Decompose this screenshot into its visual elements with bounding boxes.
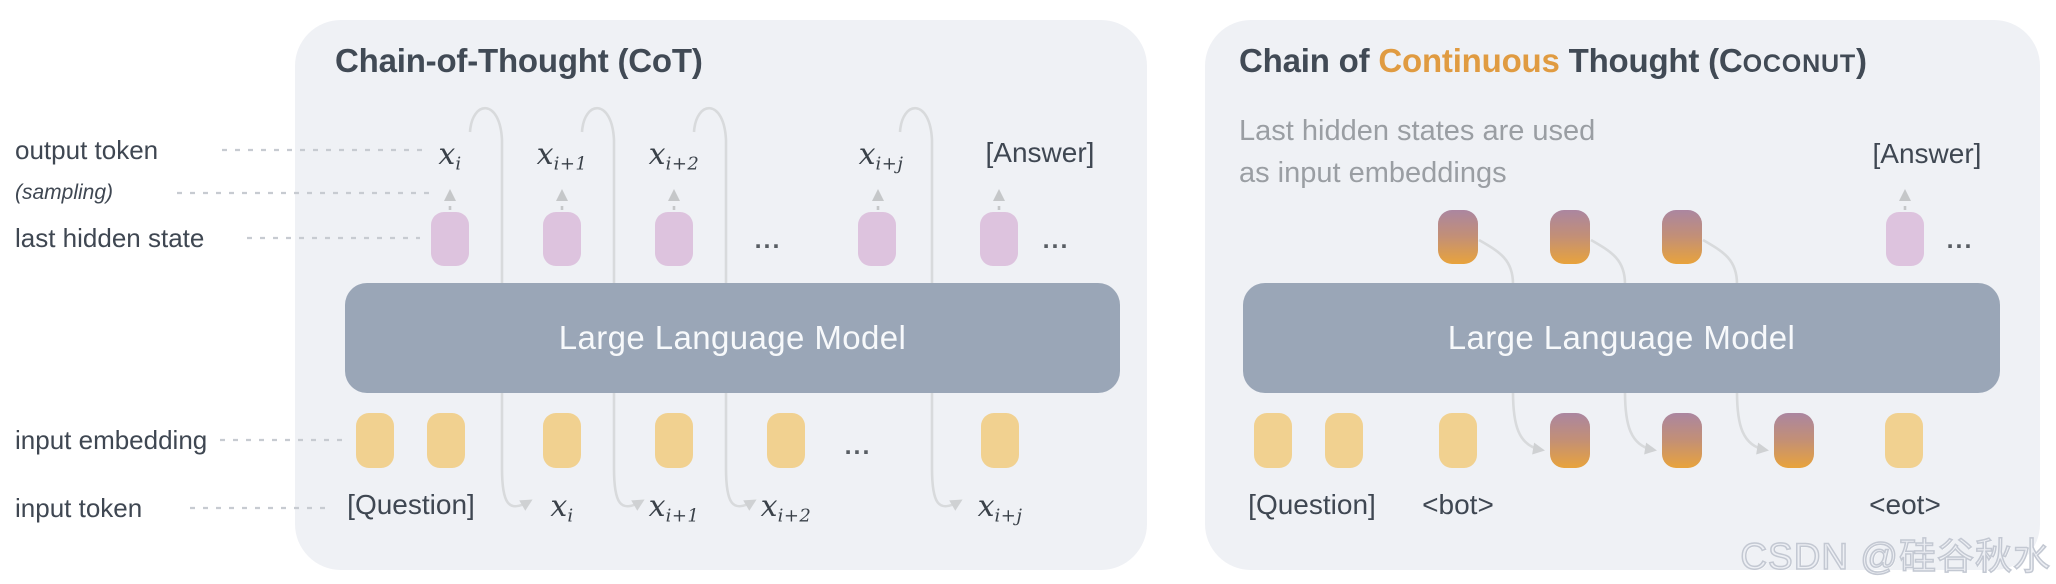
cot-answer-label: [Answer] — [985, 137, 1095, 168]
continuous-thought-token — [1550, 210, 1590, 264]
coconut-title: Chain of Continuous Thought (COCONUT) — [1239, 42, 1867, 79]
hidden-row-trailing-ellipsis: ... — [1042, 226, 1070, 254]
eot-embedding-token — [1885, 413, 1923, 468]
continuous-thought-token — [1438, 210, 1478, 264]
row-label-input-token: input token — [15, 493, 143, 523]
coconut-hidden-row-ellipsis: ... — [1946, 226, 1974, 254]
continuous-thought-token — [1662, 210, 1702, 264]
cot-input-token-xi: xi — [550, 489, 574, 527]
bot-embedding-token — [1439, 413, 1477, 468]
input-embedding-token — [1254, 413, 1292, 468]
cot-title: Chain-of-Thought (CoT) — [335, 42, 703, 79]
cot-input-token-xij: xi+j — [977, 489, 1023, 527]
hidden-state-token — [543, 212, 581, 266]
row-label-input-embedding: input embedding — [15, 425, 208, 455]
coconut-smallcaps: OCONUT — [1742, 50, 1857, 78]
cot-output-token-xi2: xi+2 — [648, 137, 700, 175]
cot-output-token-xi: xi — [438, 137, 462, 175]
llm-box-cot: Large Language Model — [345, 283, 1120, 393]
label-connector-dashes — [177, 148, 432, 510]
hidden-row-ellipsis: ... — [754, 226, 782, 254]
hidden-state-token — [980, 212, 1018, 266]
llm-label: Large Language Model — [1447, 319, 1796, 356]
coconut-subtitle: Last hidden states are used as input emb… — [1239, 115, 1596, 189]
row-label-last-hidden-state: last hidden state — [15, 223, 205, 253]
input-embedding-token — [427, 413, 465, 468]
cot-output-token-xi1: xi+1 — [536, 137, 588, 175]
coconut-answer-label: [Answer] — [1872, 138, 1982, 169]
input-embedding-token — [981, 413, 1019, 468]
input-embedding-token — [543, 413, 581, 468]
sampling-arrows — [444, 189, 1911, 210]
hidden-state-token — [858, 212, 896, 266]
row-label-output-token: output token — [15, 135, 159, 165]
llm-label: Large Language Model — [558, 319, 907, 356]
continuous-thought-input-token — [1662, 413, 1702, 468]
coconut-feedback-arrows — [1478, 238, 1769, 455]
input-embedding-token — [1325, 413, 1363, 468]
hidden-state-token — [431, 212, 469, 266]
llm-box-coconut: Large Language Model — [1243, 283, 2000, 393]
cot-input-token-xi1: xi+1 — [648, 489, 700, 527]
cot-output-token-xij: xi+j — [858, 137, 904, 175]
input-embedding-token — [767, 413, 805, 468]
input-row-ellipsis: ... — [844, 432, 872, 460]
csdn-watermark: CSDN @硅谷秋水 — [1740, 535, 2051, 578]
cot-feedback-loop-arrows — [468, 106, 963, 511]
input-embedding-token — [655, 413, 693, 468]
eot-token-label: <eot> — [1869, 489, 1941, 520]
cot-question-label: [Question] — [347, 489, 475, 520]
hidden-state-token — [655, 212, 693, 266]
row-label-sampling: (sampling) — [15, 181, 114, 204]
input-embedding-token — [356, 413, 394, 468]
bot-token-label: <bot> — [1422, 489, 1494, 520]
continuous-thought-input-token — [1774, 413, 1814, 468]
continuous-highlight: Continuous — [1378, 42, 1560, 79]
hidden-state-token — [1886, 212, 1924, 266]
coconut-question-label: [Question] — [1248, 489, 1376, 520]
continuous-thought-input-token — [1550, 413, 1590, 468]
cot-input-token-xi2: xi+2 — [760, 489, 812, 527]
